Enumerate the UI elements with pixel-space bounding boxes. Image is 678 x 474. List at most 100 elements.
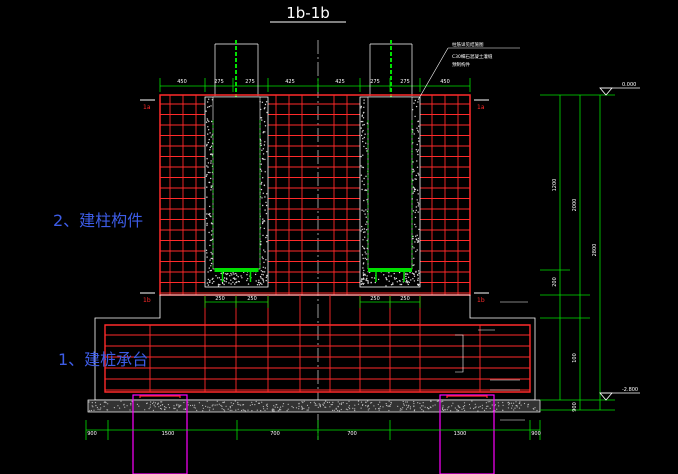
grout-dot [263,193,264,194]
bedding-dot [349,408,350,409]
bedding-dot [458,406,459,407]
dim-bottom-5: 1300 [454,431,467,437]
bedding-dot [150,404,151,405]
grout-dot [363,263,364,264]
grout-dot [259,284,260,285]
bedding-dot [89,410,90,411]
grout-dot [209,139,210,140]
grout-dot [235,273,236,274]
grout-dot [266,213,267,214]
bedding-dot [413,403,414,404]
bedding-dot [98,409,99,410]
bedding-dot [245,410,246,411]
grout-dot [210,105,211,106]
grout-dot [261,182,262,183]
grout-dot [416,128,417,129]
grout-dot [363,270,364,271]
bedding-dot [324,402,325,403]
bedding-dot [280,407,281,408]
grout-dot [417,284,418,285]
bedding-dot [308,407,309,408]
bedding-dot [379,410,380,411]
bedding-dot [304,401,305,402]
bedding-dot [173,408,174,409]
grout-dot [239,281,240,282]
bedding-dot [130,404,131,405]
bedding-dot [260,410,261,411]
grout-dot [210,240,211,241]
bedding-dot [511,403,512,404]
grout-dot [363,274,364,275]
grout-dot [208,279,209,280]
grout-dot [360,156,361,157]
bedding-dot [177,410,178,411]
grout-dot [209,149,210,150]
grout-dot [206,187,207,188]
bedding-dot [386,403,387,404]
grout-dot [361,135,362,136]
bedding-dot [202,405,203,406]
bedding-dot [379,402,380,403]
bedding-dot [302,407,303,408]
grout-dot [366,221,367,222]
grout-dot [417,199,418,200]
bedding-dot [315,405,316,406]
grout-dot [365,251,366,252]
dim-bottom-1: 900 [87,431,97,437]
bedding-dot [461,409,462,410]
bedding-dot [240,405,241,406]
elevation-bottom: -2.800 [622,387,638,393]
bedding-dot [408,405,409,406]
grout-dot [362,239,363,240]
bedding-dot [237,402,238,403]
dim-socket-4: 250 [400,296,410,302]
bedding-dot [107,403,108,404]
bedding-dot [478,407,479,408]
grout-dot [248,283,249,284]
grout-dot [362,229,363,230]
bedding-dot [323,405,324,406]
grout-dot [206,256,207,257]
grout-dot [255,274,256,275]
grout-dot [413,187,414,188]
bedding-dot [162,404,163,405]
grout-dot [262,222,263,223]
bedding-dot [442,408,443,409]
grout-dot [363,99,364,100]
bedding-dot [222,402,223,403]
grout-dot [365,176,366,177]
bedding-dot [366,402,367,403]
bedding-dot [331,404,332,405]
grout-dot [407,281,408,282]
bedding-dot [407,407,408,408]
grout-dot [370,282,371,283]
bedding-dot [407,401,408,402]
grout-dot [211,222,212,223]
grout-dot [363,279,364,280]
bedding-dot [293,407,294,408]
grout-dot [362,115,363,116]
bedding-dot [379,408,380,409]
grout-dot [261,119,262,120]
grout-dot [262,158,263,159]
grout-dot [366,217,367,218]
bedding-dot [482,405,483,406]
bedding-dot [414,409,415,410]
bedding-dot [264,410,265,411]
grout-dot [414,276,415,277]
bedding-dot [252,404,253,405]
grout-dot [360,165,361,166]
grout-dot [263,153,264,154]
grout-dot [364,237,365,238]
bedding-dot [410,406,411,407]
bedding-dot [169,407,170,408]
bedding-dot [498,402,499,403]
grout-dot [409,272,410,273]
bedding-dot [263,408,264,409]
bedding-dot [492,404,493,405]
note-leader-3: 预制构件 [452,61,470,68]
bedding-dot [212,404,213,405]
bedding-dot [92,402,93,403]
grout-dot [261,170,262,171]
grout-dot [417,173,418,174]
